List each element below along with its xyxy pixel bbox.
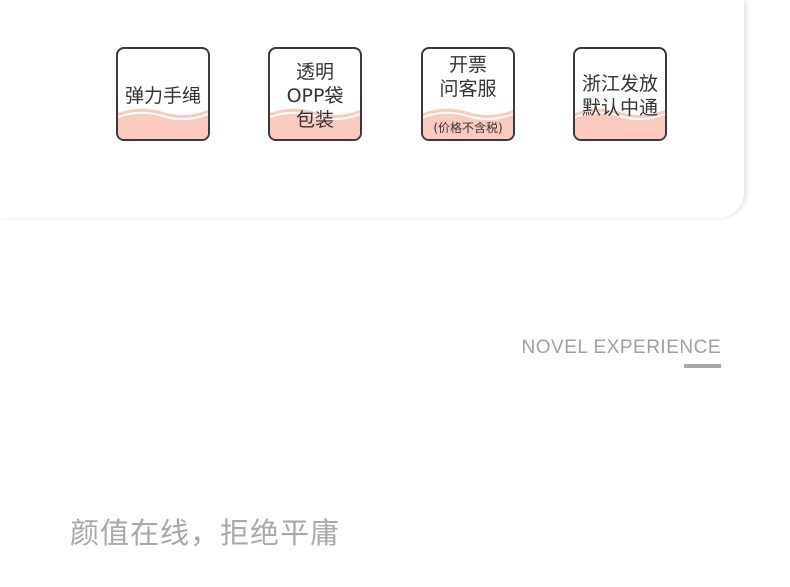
wave-decoration-icon: [575, 108, 665, 139]
wave-decoration-icon: [118, 108, 208, 139]
section-slogan: 颜值在线，拒绝平庸: [70, 516, 341, 550]
tile-line-3: 包装: [295, 109, 334, 131]
tile-line-1: 弹力手绳: [124, 85, 201, 107]
tile-line-2: 问客服: [439, 78, 497, 100]
tile-line-1: 透明: [295, 61, 334, 83]
tile-line-1: 浙江发放: [581, 73, 658, 95]
feature-tile-opp-bag: 透明 OPP袋 包装: [268, 47, 362, 141]
features-card: 弹力手绳 透明 OPP袋 包装 开票 问客服 (价格不含税): [0, 0, 744, 218]
feature-tile-invoice: 开票 问客服 (价格不含税): [421, 47, 515, 141]
tile-line-2: 默认中通: [581, 97, 658, 119]
tile-line-2: OPP袋: [286, 85, 344, 107]
section-tagline: NOVEL EXPERIENCE: [521, 337, 721, 358]
tile-line-1: 开票: [448, 54, 487, 76]
feature-tile-shipping: 浙江发放 默认中通: [573, 47, 667, 141]
wave-decoration-icon: [423, 108, 513, 139]
feature-tile-elastic-bracelet: 弹力手绳: [116, 47, 210, 141]
tile-note: (价格不含税): [433, 121, 503, 135]
wave-decoration-icon: [270, 108, 360, 139]
tagline-underline: [684, 364, 721, 368]
